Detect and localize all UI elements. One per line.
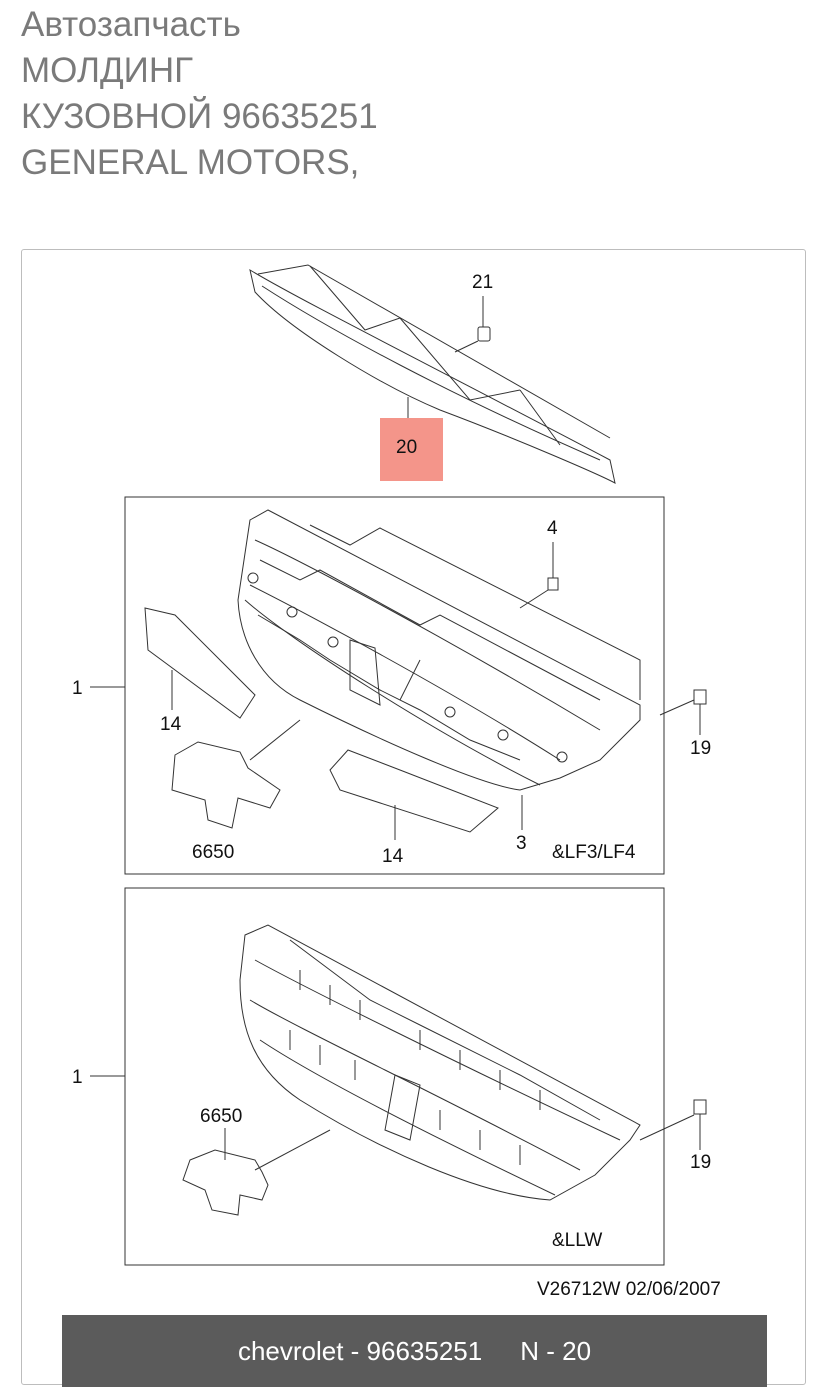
bolt-19-bottom <box>639 1099 707 1150</box>
product-title: Автозапчасть МОЛДИНГ КУЗОВНОЙ 96635251 G… <box>21 2 378 186</box>
title-line-4: GENERAL MOTORS, <box>21 143 360 182</box>
variant-label-bottom: &LLW <box>552 1230 602 1251</box>
trim-strip-14-left <box>144 607 256 719</box>
variant-label-top: &LF3/LF4 <box>552 842 636 863</box>
callout-19-bottom: 19 <box>690 1152 711 1173</box>
callout-1-bottom: 1 <box>72 1067 83 1088</box>
callout-4: 4 <box>547 518 558 539</box>
nut-21 <box>454 296 491 353</box>
grille-top <box>237 509 641 791</box>
callout-3: 3 <box>516 833 527 854</box>
emblem-6650-top <box>171 741 281 829</box>
title-line-1: Автозапчасть <box>21 5 241 44</box>
trim-strip-14-bottom <box>329 749 499 833</box>
footer-bar: chevrolet - 96635251 N - 20 <box>62 1315 767 1387</box>
callout-6650-top: 6650 <box>192 842 234 863</box>
footer-ref: N - 20 <box>520 1335 592 1366</box>
bolt-19-top <box>659 689 707 735</box>
emblem-6650-bottom <box>182 1149 269 1216</box>
callout-14-bottom: 14 <box>382 846 404 867</box>
title-line-3: КУЗОВНОЙ 96635251 <box>21 97 378 136</box>
callout-21: 21 <box>472 272 493 293</box>
footer-brand-part: chevrolet - 96635251 <box>237 1335 483 1366</box>
callout-19-top: 19 <box>690 738 711 759</box>
callout-14-left: 14 <box>160 714 182 735</box>
callout-20: 20 <box>396 437 417 458</box>
molding-part <box>249 264 616 484</box>
drawing-stamp: V26712W 02/06/2007 <box>537 1279 721 1300</box>
callout-1-top: 1 <box>72 678 83 699</box>
bolt-4 <box>519 542 559 609</box>
callout-6650-bottom: 6650 <box>200 1106 242 1127</box>
grille-bottom <box>239 924 641 1201</box>
part-20-highlight <box>380 418 443 481</box>
title-line-2: МОЛДИНГ <box>21 51 194 90</box>
variant-box-top <box>124 496 665 875</box>
